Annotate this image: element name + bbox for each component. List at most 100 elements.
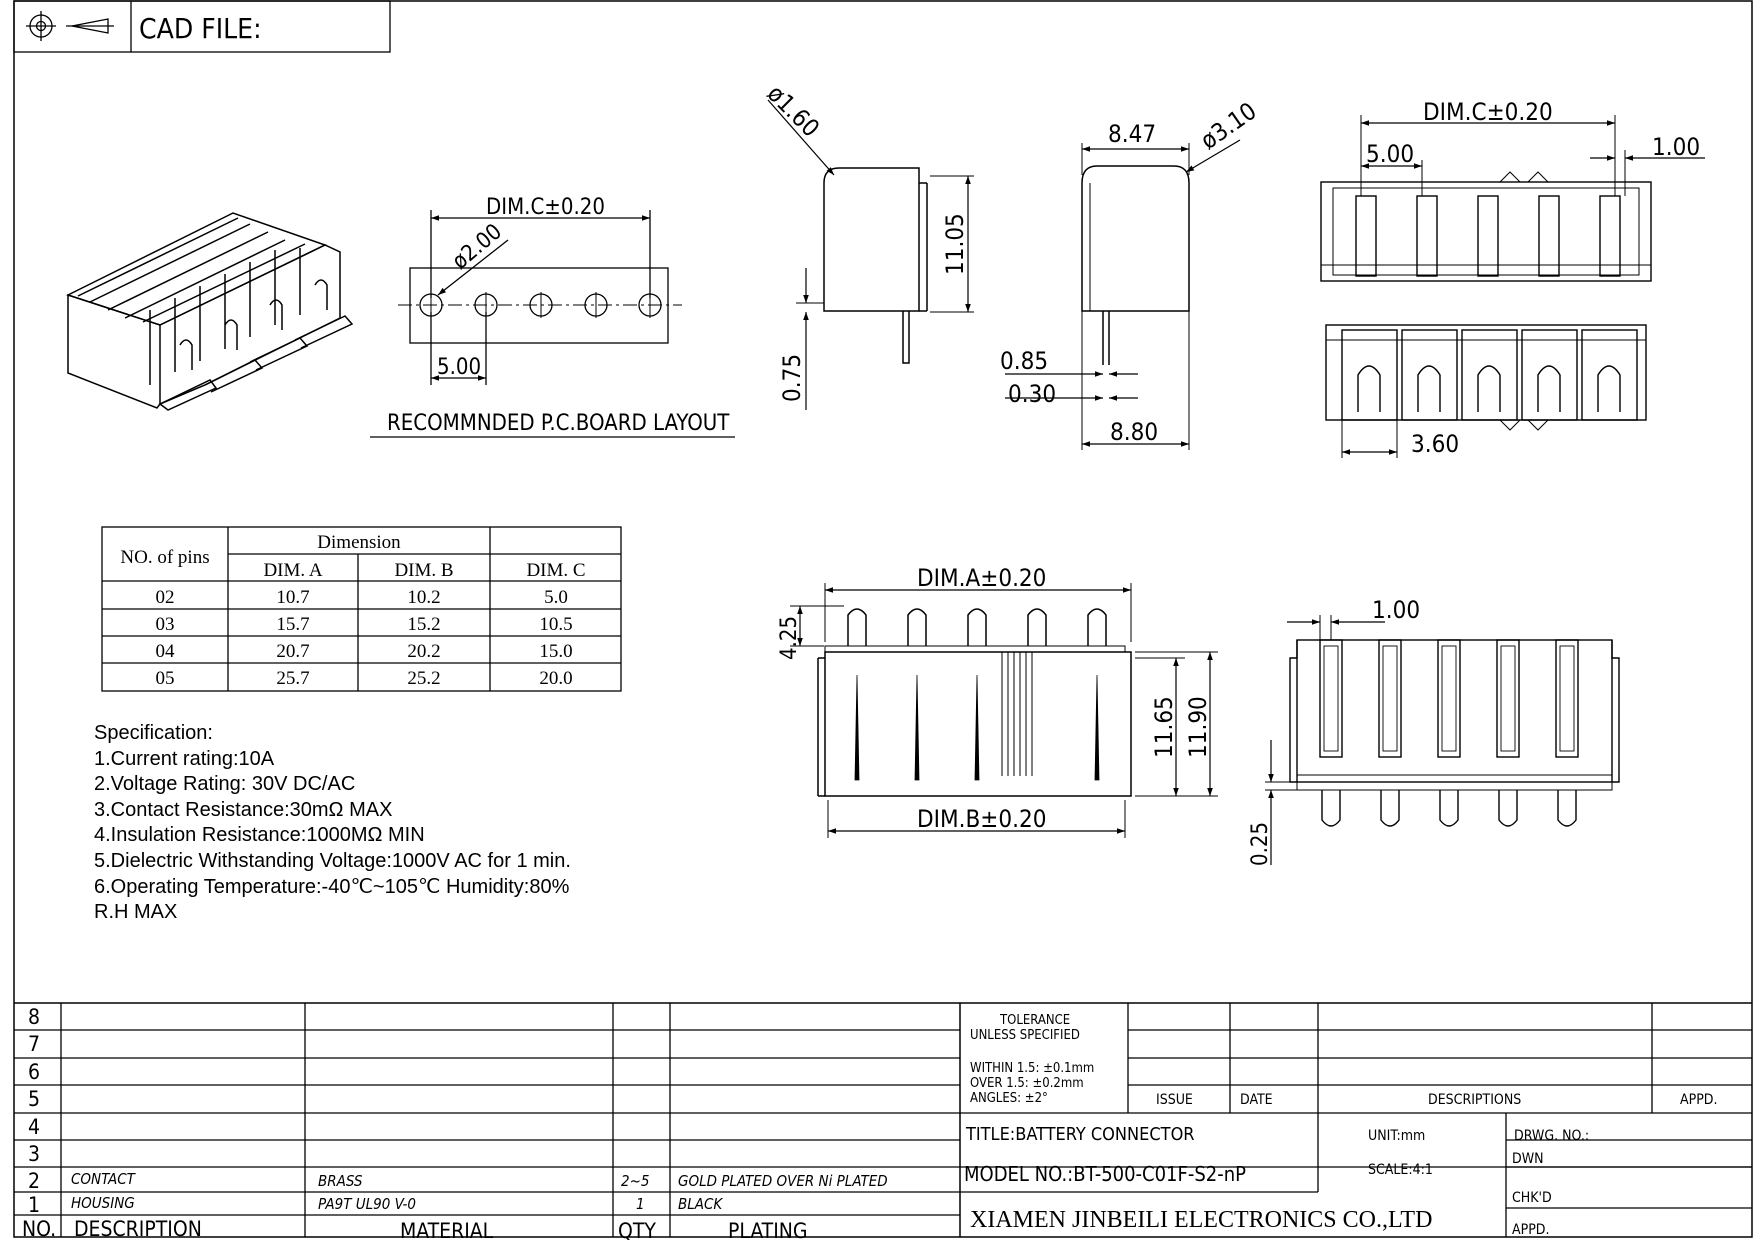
model-label: MODEL NO.:BT-500-C01F-S2-nP [964,1162,1246,1186]
bottom-view [1325,324,1647,458]
side-view [767,99,974,410]
tolerance-label: TOLERANCE [999,1013,1070,1028]
end-width-bottom: 8.80 [1110,418,1158,446]
tolerance-over: OVER 1.5: ±0.2mm [970,1076,1084,1091]
front-h2: 11.90 [1184,696,1212,758]
top-pin-w: 1.00 [1652,133,1700,161]
descriptions-label: DESCRIPTIONS [1428,1092,1521,1108]
side-height: 11.05 [941,213,969,275]
bom-row-number: 1 [28,1193,40,1217]
end-pin-w2: 0.30 [1008,380,1056,408]
spec-heading: Specification: [94,722,213,744]
table-cell: 20.0 [539,668,572,689]
spec-line: R.H MAX [94,901,178,924]
front-pin-h: 4.25 [777,616,802,660]
bom-row-number: 4 [28,1115,40,1139]
top-pitch: 5.00 [1366,140,1414,168]
bom-contact-qty: 2~5 [621,1172,649,1190]
table-cell: 02 [156,587,175,608]
end-view [1005,139,1241,450]
table-group-header: Dimension [317,532,401,553]
side-pin-len: 0.75 [778,354,806,402]
table-cell: 20.2 [407,641,440,662]
bom-header-qty: QTY [618,1219,656,1240]
bom-header-description: DESCRIPTION [74,1217,202,1240]
spec-line: 5.Dielectric Withstanding Voltage:1000V … [94,849,571,872]
bom-contact-description: CONTACT [71,1170,137,1188]
bom-contact-material: BRASS [318,1172,363,1190]
unit-label: UNIT:mm [1368,1128,1425,1144]
chkd-label: CHK'D [1512,1190,1552,1206]
bom-header-no: NO. [22,1217,56,1240]
table-col-a: DIM. A [263,560,322,581]
scale-label: SCALE:4:1 [1368,1162,1433,1178]
pcb-hole-dia: ø2.00 [448,219,507,274]
table-cell: 05 [156,668,175,689]
date-label: DATE [1240,1092,1273,1108]
title-block-grid [14,1002,1752,1237]
top-dim-c: DIM.C±0.20 [1423,98,1553,126]
bom-row-number: 8 [28,1005,40,1029]
pcb-layout-title: RECOMMNDED P.C.BOARD LAYOUT [387,411,730,436]
table-cell: 10.2 [407,587,440,608]
pcb-pitch: 5.00 [437,355,481,380]
dimension-table-grid [101,526,622,692]
cad-file-label: CAD FILE: [139,12,262,45]
appd-label: APPD. [1680,1092,1718,1108]
bom-row-number: 5 [28,1087,40,1111]
front-view [790,583,1218,838]
tolerance-within: WITHIN 1.5: ±0.1mm [970,1061,1094,1076]
spec-line: 2.Voltage Rating: 30V DC/AC [94,773,356,796]
table-cell: 5.0 [544,587,568,608]
rear-view [1265,615,1620,865]
spec-line: 3.Contact Resistance:30mΩ MAX [94,798,393,821]
bom-housing-material: PA9T UL90 V-0 [318,1195,416,1213]
isometric-view [66,212,354,411]
bottom-slot: 3.60 [1411,430,1459,458]
table-col-c: DIM. C [526,560,585,581]
tolerance-angles: ANGLES: ±2° [970,1091,1048,1106]
table-cell: 25.2 [407,668,440,689]
company-name: XIAMEN JINBEILI ELECTRONICS CO.,LTD [970,1207,1432,1233]
bom-row-number: 3 [28,1142,40,1166]
bom-row-number: 2 [28,1169,40,1193]
side-pin-dia: ø1.60 [762,79,825,142]
front-dim-b: DIM.B±0.20 [917,805,1046,833]
table-cell: 10.5 [539,614,572,635]
bom-header-plating: PLATING [728,1219,808,1240]
bom-row-number: 7 [28,1032,40,1056]
table-cell: 15.0 [539,641,572,662]
rear-pin-len: 0.25 [1248,822,1273,866]
table-cell: 20.7 [276,641,309,662]
rear-pin-w: 1.00 [1372,596,1420,624]
table-col-pins: NO. of pins [120,547,209,568]
bom-housing-qty: 1 [636,1195,645,1213]
spec-line: 6.Operating Temperature:-40℃~105℃ Humidi… [94,875,570,898]
appd2-label: APPD. [1512,1222,1550,1238]
end-width-top: 8.47 [1108,120,1156,148]
bom-housing-plating: BLACK [678,1195,723,1213]
table-cell: 04 [156,641,176,662]
table-cell: 15.7 [276,614,309,635]
pcb-layout [370,210,735,438]
table-cell: 03 [156,614,175,635]
bom-header-material: MATERIAL [400,1219,494,1240]
spec-line: 1.Current rating:10A [94,747,275,770]
spec-line: 4.Insulation Resistance:1000MΩ MIN [94,824,425,847]
table-col-b: DIM. B [394,560,453,581]
bom-housing-description: HOUSING [71,1194,135,1212]
pcb-dim-c: DIM.C±0.20 [486,195,605,220]
tolerance-unless: UNLESS SPECIFIED [970,1028,1080,1043]
specification-block: Specification: 1.Current rating:10A 2.Vo… [94,721,571,926]
cad-file-header [13,0,391,53]
end-pin-w1: 0.85 [1000,347,1048,375]
dwn-label: DWN [1512,1151,1544,1167]
bom-contact-plating: GOLD PLATED OVER Ni PLATED [678,1172,888,1190]
drwg-no-label: DRWG. NO.: [1514,1128,1589,1144]
bom-row-number: 6 [28,1060,40,1084]
front-dim-a: DIM.A±0.20 [917,564,1046,592]
front-h1: 11.65 [1150,696,1178,758]
table-cell: 10.7 [276,587,309,608]
top-view [1320,115,1705,282]
